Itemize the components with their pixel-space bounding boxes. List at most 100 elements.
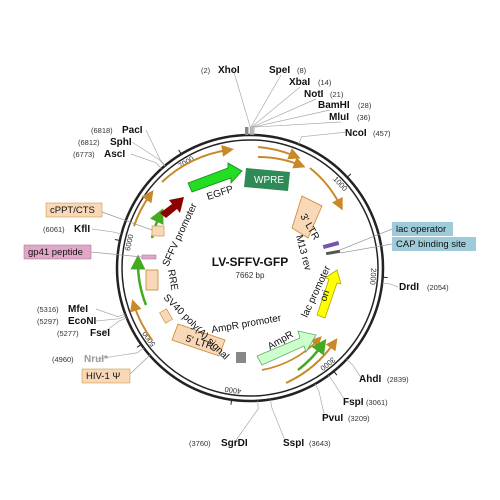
orf-arc-top-2 xyxy=(257,155,306,169)
ltr3-box[interactable] xyxy=(291,195,323,239)
site-name: XbaI xyxy=(289,77,310,88)
hiv-label-box xyxy=(81,368,131,384)
orf-arc-right-bottom xyxy=(285,338,338,384)
ltr5-box[interactable] xyxy=(171,323,226,357)
site-paci[interactable]: (6818) PacI xyxy=(91,125,143,136)
tick-mark xyxy=(114,239,120,242)
tick-mark xyxy=(136,344,142,348)
rre-box[interactable] xyxy=(145,269,159,291)
site-name: PacI xyxy=(122,125,143,136)
site-leader-line xyxy=(253,121,342,136)
site-fspi[interactable]: FspI (3061) xyxy=(343,397,388,408)
site-leader-group xyxy=(91,68,399,444)
m13rev-label: M13 rev xyxy=(293,234,313,272)
site-leader-line xyxy=(328,375,347,403)
site-pos: (6812) xyxy=(78,138,100,147)
site-pos: (6773) xyxy=(73,150,95,159)
site-xhoi[interactable]: (2) XhoI xyxy=(201,65,240,76)
site-noti[interactable]: NotI (21) xyxy=(304,89,344,100)
site-name: BamHI xyxy=(318,100,350,111)
site-pos: (4960) xyxy=(52,355,74,364)
site-leader-line xyxy=(130,153,162,170)
site-leader-line xyxy=(314,383,326,419)
site-econi[interactable]: (5297) EcoNI xyxy=(37,316,97,327)
site-pos: (28) xyxy=(358,101,372,110)
site-name: FspI xyxy=(343,397,364,408)
cap-site-connector xyxy=(339,243,393,254)
rre-label: RRE xyxy=(165,269,180,292)
lac-operator-box xyxy=(392,222,453,236)
site-leader-line xyxy=(250,74,282,136)
site-pvui[interactable]: PvuI (3209) xyxy=(322,413,370,424)
cppt-label: cPPT/CTS xyxy=(50,205,95,216)
cap-site-box xyxy=(392,237,476,251)
primer-arc-bottom xyxy=(297,338,327,371)
orf-arc-left-bottom xyxy=(130,299,153,341)
tick-label: 2000 xyxy=(368,268,378,285)
site-leader-line xyxy=(96,347,144,360)
site-leader-line xyxy=(145,129,166,166)
ampr-arrow[interactable] xyxy=(256,330,317,366)
site-pos: (3209) xyxy=(348,414,370,423)
ampr-promoter-label: AmpR promoter xyxy=(211,313,283,336)
site-leader-line xyxy=(102,317,127,334)
site-msei[interactable]: (5277) FseI xyxy=(57,328,110,339)
site-pos: (457) xyxy=(373,129,391,138)
ori-arrow[interactable] xyxy=(316,269,342,319)
site-ncoi[interactable]: NcoI (457) xyxy=(345,128,391,139)
plasmid-name: LV-SFFV-GFP xyxy=(212,255,288,269)
site-pos: (2054) xyxy=(427,283,449,292)
site-name: NruI* xyxy=(84,354,108,365)
site-leader-line xyxy=(270,399,287,444)
site-leader-line xyxy=(95,308,126,318)
site-spei[interactable]: SpeI (8) xyxy=(269,65,307,76)
lac-operator-connector xyxy=(339,228,393,251)
cppt-label-box xyxy=(45,202,103,218)
site-name: NotI xyxy=(304,89,324,100)
site-xbai[interactable]: XbaI (14) xyxy=(289,77,332,88)
site-name: SgrDI xyxy=(221,438,248,449)
site-name: MfeI xyxy=(68,304,88,315)
tick-label: 6000 xyxy=(123,233,135,251)
site-leader-line xyxy=(91,228,122,235)
cppt-box xyxy=(151,225,165,237)
site-name: DrdI xyxy=(399,282,419,293)
wpre-box[interactable] xyxy=(244,168,290,191)
site-sspi[interactable]: SspI (3643) xyxy=(283,438,331,449)
site-mlui[interactable]: MluI (36) xyxy=(329,112,371,123)
site-name: PvuI xyxy=(322,413,343,424)
sv40-box xyxy=(159,308,173,324)
ampr-promoter-box xyxy=(236,352,246,363)
egfp-arrow[interactable] xyxy=(187,162,243,193)
site-mfei[interactable]: (5316) MfeI xyxy=(37,304,88,315)
site-leader-line xyxy=(346,359,363,380)
gp41-connector xyxy=(90,251,143,258)
backbone-inner-ring xyxy=(121,139,379,397)
site-drdi[interactable]: DrdI (2054) xyxy=(399,282,449,293)
site-sgrdi[interactable]: (3760) SgrDI xyxy=(189,438,248,449)
site-leader-line xyxy=(233,400,259,444)
site-name: EcoNI xyxy=(68,316,97,327)
site-leader-line xyxy=(298,131,348,145)
site-leader-line xyxy=(251,98,317,136)
site-asci[interactable]: (6773) AscI xyxy=(73,149,125,160)
site-kfli[interactable]: (6061) KflI xyxy=(43,224,90,235)
site-name: KflI xyxy=(74,224,90,235)
site-ahdi[interactable]: AhdI (2839) xyxy=(359,374,409,385)
origin-marker xyxy=(245,127,249,135)
tick-mark xyxy=(178,149,182,155)
site-name: SspI xyxy=(283,438,304,449)
site-nrui[interactable]: (4960) NruI* xyxy=(52,354,108,365)
site-name: XhoI xyxy=(218,65,240,76)
site-sphi[interactable]: (6812) SphI xyxy=(78,137,132,148)
site-pos: (5277) xyxy=(57,329,79,338)
m13rev-marker xyxy=(322,240,340,250)
site-pos: (8) xyxy=(297,66,307,75)
site-bamhi[interactable]: BamHI (28) xyxy=(318,100,372,111)
site-leader-line xyxy=(252,109,331,136)
sffv-promoter-arrow[interactable] xyxy=(160,197,184,218)
gp41-label: gp41 peptide xyxy=(28,247,83,258)
hiv-connector xyxy=(129,354,151,375)
egfp-label: EGFP xyxy=(206,184,236,203)
